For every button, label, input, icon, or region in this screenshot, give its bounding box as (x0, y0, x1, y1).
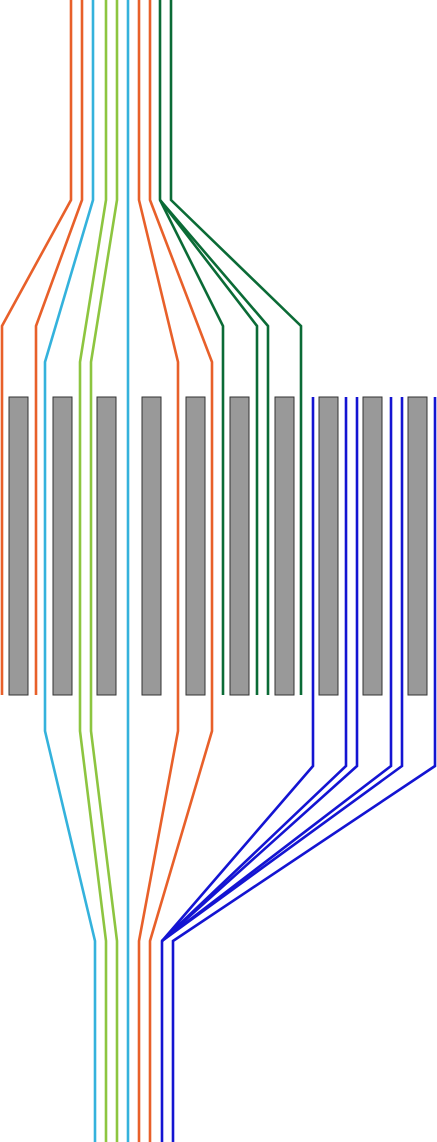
block-5 (185, 396, 206, 696)
blue-wire-4 (161, 397, 393, 943)
block-8 (318, 396, 339, 696)
orange-wire-1 (0, 0, 73, 695)
block-10 (407, 396, 428, 696)
orange-wire-3 (148, 0, 214, 1142)
orange-wire-1b (34, 0, 84, 695)
lime-wire-2 (89, 0, 119, 1142)
blocks-layer (8, 396, 428, 696)
dark-green-wire-2 (169, 0, 303, 695)
block-1 (8, 396, 29, 696)
blue-wire-5 (161, 397, 404, 943)
blue-wire-1 (160, 397, 315, 1142)
block-6 (229, 396, 250, 696)
blue-wire-3 (161, 397, 359, 942)
block-2 (52, 396, 73, 696)
block-7 (274, 396, 295, 696)
blue-wire-6 (171, 397, 437, 1142)
dark-green-wire-3 (158, 199, 259, 695)
dark-green-wire-4 (159, 199, 270, 695)
block-9 (362, 396, 383, 696)
blue-wire-2 (161, 397, 348, 942)
orange-wire-2 (137, 0, 180, 1142)
cyan-wire-1 (43, 0, 97, 1142)
block-4 (141, 396, 162, 696)
lime-wire-1 (78, 0, 108, 1142)
dark-green-wire-1 (158, 0, 225, 695)
block-3 (96, 396, 117, 696)
